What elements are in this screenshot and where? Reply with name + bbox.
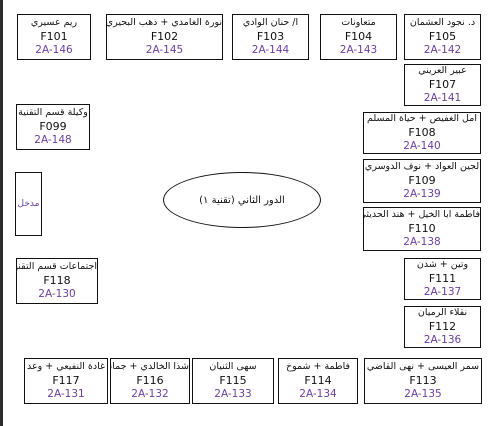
room-number: F112: [428, 319, 457, 333]
room-occupant: سمر العيسى + نهى القاضي: [366, 361, 480, 372]
room-code: 2A-146: [35, 44, 73, 57]
room-number: F105: [428, 29, 457, 43]
room-number: F117: [52, 373, 80, 387]
room-code: 2A-131: [47, 388, 85, 401]
room-f105[interactable]: د. نجود العشمان F105 2A-142: [404, 14, 481, 60]
room-number: F113: [409, 373, 437, 387]
room-number: F118: [43, 273, 71, 287]
room-number: F109: [408, 173, 436, 187]
floor-label: الدور الثاني (تقنية ١): [199, 194, 285, 206]
room-code: 2A-138: [403, 236, 441, 249]
room-occupant: ريم عسيري: [30, 17, 78, 28]
room-f116[interactable]: شذا الخالدي + جمانة F116 2A-132: [110, 358, 190, 404]
room-number: F102: [150, 29, 179, 43]
room-code: 2A-134: [299, 388, 337, 401]
room-number: F104: [344, 29, 373, 43]
room-f104[interactable]: متعاونات F104 2A-143: [320, 14, 397, 60]
room-code: 2A-133: [214, 388, 252, 401]
room-number: F116: [136, 373, 164, 387]
room-occupant: فاطمة + شموخ: [285, 361, 351, 372]
room-f110[interactable]: فاطمة ابا الخيل + هند الحديثي F110 2A-13…: [363, 207, 481, 251]
room-code: 2A-137: [423, 286, 462, 299]
room-code: 2A-136: [423, 334, 462, 347]
room-occupant: أ/ حنان الوادي: [242, 17, 299, 28]
room-number: F115: [219, 373, 247, 387]
room-code: 2A-143: [339, 44, 378, 57]
room-number: F107: [428, 77, 457, 91]
room-number: F101: [40, 29, 68, 43]
room-code: 2A-142: [423, 44, 462, 57]
room-f109[interactable]: لجين العواد + نوف الدوسري F109 2A-139: [363, 159, 481, 203]
room-occupant: غادة النفيعي + وعد: [27, 361, 105, 372]
room-f117[interactable]: غادة النفيعي + وعد F117 2A-131: [24, 358, 108, 404]
room-f101[interactable]: ريم عسيري F101 2A-146: [17, 14, 91, 60]
room-number: F099: [39, 119, 67, 133]
room-code: 2A-145: [145, 44, 184, 57]
room-occupant: وكيلة قسم التقنية: [18, 107, 88, 118]
room-code: 2A-139: [403, 188, 441, 201]
room-occupant: متعاونات: [341, 17, 376, 28]
room-occupant: عبير العريني: [418, 65, 467, 76]
room-number: F111: [428, 271, 457, 285]
entrance-label: مدخل: [17, 199, 40, 209]
room-code: 2A-132: [131, 388, 169, 401]
room-f115[interactable]: سهى الثنيان F115 2A-133: [192, 358, 274, 404]
room-occupant: فاطمة ابا الخيل + هند الحديثي: [364, 209, 480, 220]
room-occupant: د. نجود العشمان: [409, 17, 476, 28]
room-f099[interactable]: وكيلة قسم التقنية F099 2A-148: [16, 104, 90, 150]
room-code: 2A-144: [251, 44, 290, 57]
room-occupant: نورة الغامدي + ذهب البحيري: [107, 17, 222, 28]
room-f103[interactable]: أ/ حنان الوادي F103 2A-144: [232, 14, 309, 60]
room-code: 2A-141: [423, 92, 462, 105]
entrance[interactable]: مدخل: [15, 172, 42, 236]
room-f107[interactable]: عبير العريني F107 2A-141: [404, 64, 481, 106]
page-left-border: [0, 0, 3, 426]
room-number: F103: [256, 29, 285, 43]
room-f111[interactable]: وتين + شدن F111 2A-137: [404, 258, 481, 300]
room-occupant: نقلاء الرميان: [417, 307, 468, 318]
room-occupant: وتين + شدن: [416, 259, 469, 270]
room-occupant: شذا الخالدي + جمانة: [111, 361, 189, 372]
room-occupant: امل الغفيص + حياة المسلم: [367, 113, 477, 124]
room-code: 2A-130: [38, 288, 76, 301]
room-f102[interactable]: نورة الغامدي + ذهب البحيري F102 2A-145: [106, 14, 223, 60]
room-occupant: اجتماعات قسم التقنية: [17, 261, 97, 272]
room-code: 2A-140: [403, 140, 441, 153]
room-number: F114: [304, 373, 332, 387]
room-number: F108: [408, 125, 436, 139]
room-f112[interactable]: نقلاء الرميان F112 2A-136: [404, 306, 481, 348]
room-f108[interactable]: امل الغفيص + حياة المسلم F108 2A-140: [363, 112, 481, 154]
floor-label-ellipse: الدور الثاني (تقنية ١): [163, 172, 321, 228]
room-occupant: لجين العواد + نوف الدوسري: [364, 161, 480, 172]
room-occupant: سهى الثنيان: [209, 361, 257, 372]
room-f118[interactable]: اجتماعات قسم التقنية F118 2A-130: [16, 258, 98, 304]
room-code: 2A-148: [34, 134, 72, 147]
room-number: F110: [408, 221, 436, 235]
room-f113[interactable]: سمر العيسى + نهى القاضي F113 2A-135: [364, 358, 482, 404]
room-f114[interactable]: فاطمة + شموخ F114 2A-134: [278, 358, 358, 404]
room-code: 2A-135: [404, 388, 442, 401]
